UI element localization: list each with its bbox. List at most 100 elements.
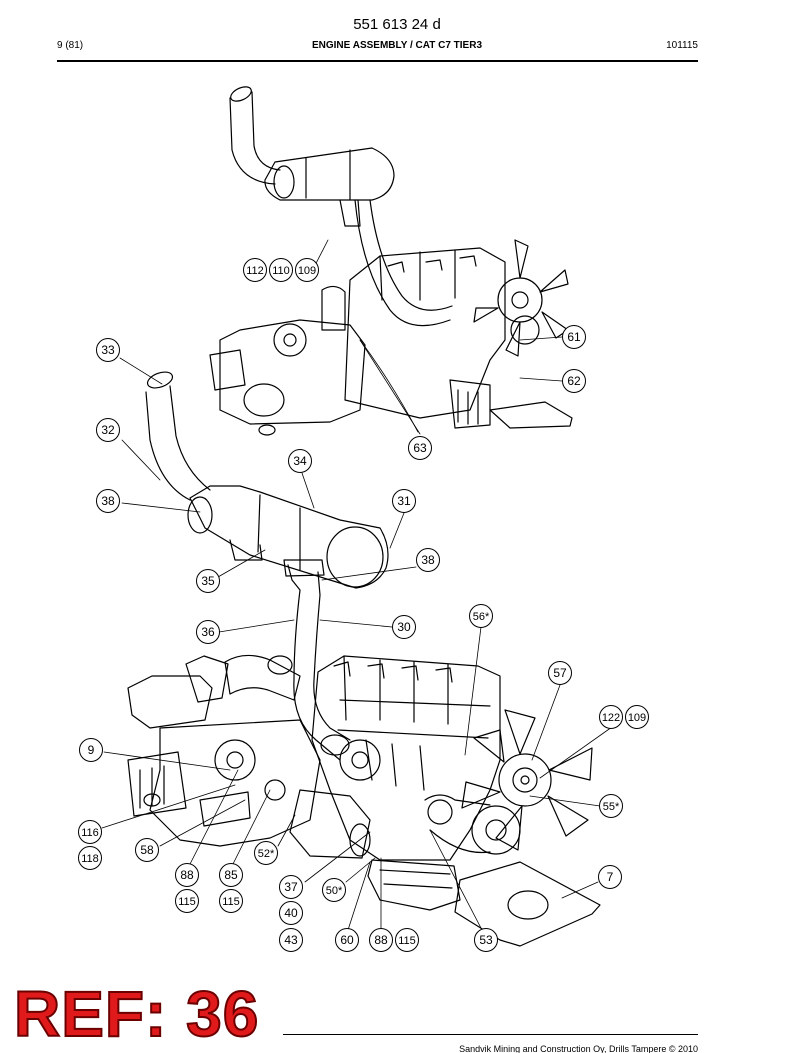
callout-label: 57	[553, 666, 567, 680]
callout-label: 40	[284, 906, 298, 920]
callout-label: 7	[607, 870, 614, 884]
callout-label: 38	[101, 494, 115, 508]
callout-circle	[469, 604, 493, 628]
callout-label: 116	[81, 827, 99, 839]
callout-label: 55*	[603, 801, 620, 813]
callout-circle	[548, 661, 572, 685]
callout-circle	[416, 548, 440, 572]
callout-circle	[395, 928, 419, 952]
callout-circle	[79, 738, 103, 762]
callout-circle	[196, 569, 220, 593]
callout-circle	[175, 863, 199, 887]
callout-55-star: 55*	[599, 794, 623, 818]
callout-circle	[254, 841, 278, 865]
callout-circle	[175, 889, 199, 913]
callout-37: 37	[279, 875, 303, 899]
callout-circle	[288, 449, 312, 473]
callout-circle	[295, 258, 319, 282]
callout-115: 115	[395, 928, 419, 952]
callout-label: 32	[101, 423, 115, 437]
callout-56-star: 56*	[469, 604, 493, 628]
callout-circle	[269, 258, 293, 282]
callout-label: 43	[284, 933, 298, 947]
page-title: ENGINE ASSEMBLY / CAT C7 TIER3	[311, 40, 483, 51]
revision-date: 101115	[666, 40, 698, 51]
callout-52-star: 52*	[254, 841, 278, 865]
callout-circle	[96, 338, 120, 362]
callout-34: 34	[288, 449, 312, 473]
callout-circle	[599, 705, 623, 729]
callout-61: 61	[562, 325, 586, 349]
callout-circle	[392, 489, 416, 513]
callout-label: 52*	[258, 848, 275, 860]
callout-label: 60	[340, 933, 354, 947]
callout-60: 60	[335, 928, 359, 952]
callout-label: 63	[413, 441, 427, 455]
callout-85: 85	[219, 863, 243, 887]
callout-circle	[369, 928, 393, 952]
callout-38: 38	[96, 489, 120, 513]
callout-122: 122	[599, 705, 623, 729]
callout-circle	[599, 794, 623, 818]
callout-35: 35	[196, 569, 220, 593]
callout-30: 30	[392, 615, 416, 639]
callout-circle	[625, 705, 649, 729]
callout-115: 115	[219, 889, 243, 913]
callout-circle	[219, 889, 243, 913]
callout-label: 110	[272, 265, 290, 277]
callout-label: 118	[81, 853, 99, 865]
callout-33: 33	[96, 338, 120, 362]
callout-40: 40	[279, 901, 303, 925]
callout-112: 112	[243, 258, 267, 282]
callout-circle	[196, 620, 220, 644]
header-divider	[57, 60, 698, 62]
callout-circle	[474, 928, 498, 952]
callout-label: 112	[246, 265, 264, 277]
callout-label: 9	[88, 743, 95, 757]
callout-label: 88	[374, 933, 388, 947]
callout-label: 38	[421, 553, 435, 567]
footer-divider	[283, 1034, 698, 1035]
callout-label: 109	[628, 712, 646, 724]
lower-assembly-illustration	[127, 371, 601, 947]
callout-label: 31	[397, 494, 411, 508]
callout-57: 57	[548, 661, 572, 685]
callout-109: 109	[295, 258, 319, 282]
callout-7: 7	[598, 865, 622, 889]
callout-circle	[243, 258, 267, 282]
callout-50-star: 50*	[322, 878, 346, 902]
callout-circle	[279, 901, 303, 925]
callout-circle	[96, 489, 120, 513]
callout-circle	[598, 865, 622, 889]
callout-116: 116	[78, 820, 102, 844]
leader-lines	[101, 239, 613, 931]
callout-circle	[392, 615, 416, 639]
reference-stamp: REF: 36	[13, 978, 260, 1050]
callout-label: 37	[284, 880, 298, 894]
callout-32: 32	[96, 418, 120, 442]
callout-53: 53	[474, 928, 498, 952]
callout-label: 115	[398, 935, 416, 947]
callout-label: 35	[201, 574, 215, 588]
callout-circle	[408, 436, 432, 460]
callout-9: 9	[79, 738, 103, 762]
callout-label: 58	[140, 843, 154, 857]
callout-circle	[562, 325, 586, 349]
callout-label: 33	[101, 343, 115, 357]
callout-36: 36	[196, 620, 220, 644]
callout-label: 88	[180, 868, 194, 882]
callout-label: 30	[397, 620, 411, 634]
callout-88: 88	[175, 863, 199, 887]
callout-label: 50*	[326, 885, 343, 897]
callout-circle	[322, 878, 346, 902]
callout-label: 109	[298, 265, 316, 277]
callout-43: 43	[279, 928, 303, 952]
callout-62: 62	[562, 369, 586, 393]
callout-38: 38	[416, 548, 440, 572]
callout-58: 58	[135, 838, 159, 862]
callout-circle	[78, 820, 102, 844]
callout-label: 85	[224, 868, 238, 882]
callout-label: 115	[222, 896, 240, 908]
callout-label: 115	[178, 896, 196, 908]
callout-label: 122	[602, 712, 620, 724]
